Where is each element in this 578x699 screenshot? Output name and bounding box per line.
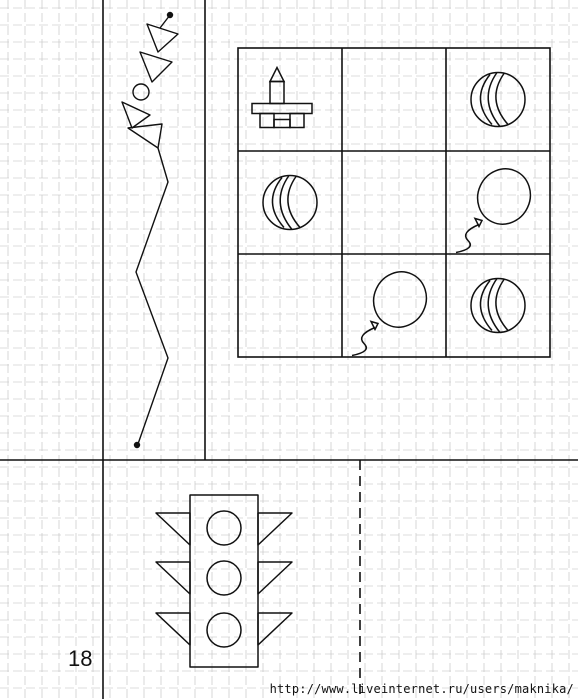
balloon-icon [455,168,532,254]
source-url: http://www.liveinternet.ru/users/maknika… [269,682,574,696]
traffic-light-icon [155,494,293,668]
picture-matrix [237,47,551,358]
ball-icon [470,277,526,334]
ball-icon [470,71,526,128]
page-number: 18 [68,646,93,671]
balloon-icon [351,271,428,357]
ball-icon [262,174,318,231]
kite-icon [121,11,179,449]
castle-icon [251,65,313,129]
